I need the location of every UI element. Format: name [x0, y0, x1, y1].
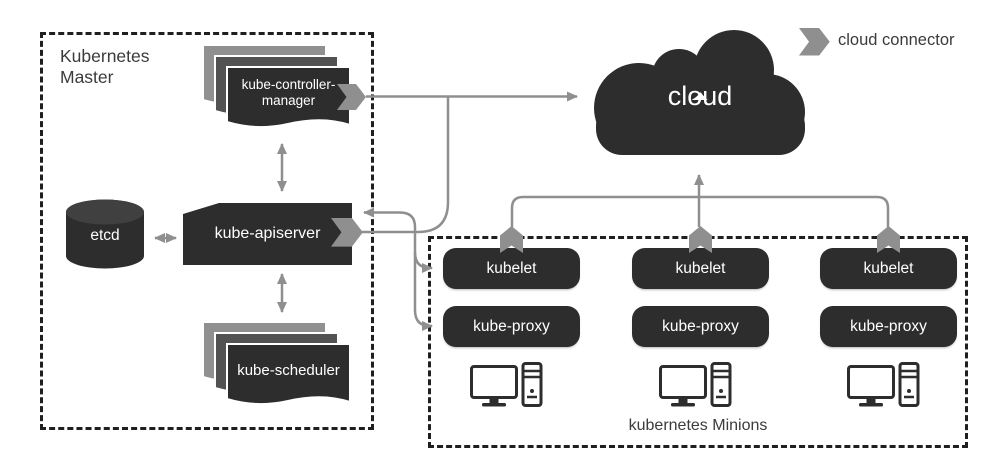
kubelet-box: kubelet [632, 248, 769, 289]
scheduler-flag-icon [202, 321, 351, 405]
kube-proxy-box: kube-proxy [632, 306, 769, 347]
minions-box-title: kubernetes Minions [628, 417, 768, 434]
cloud-shape [594, 30, 805, 155]
kube-proxy-box: kube-proxy [443, 306, 580, 347]
kubelet-box: kubelet [820, 248, 957, 289]
computer-icon [847, 362, 920, 407]
kubelet-connector-marker-icon [500, 226, 523, 253]
cloud-connector-icon [337, 84, 366, 110]
kube-proxy-box: kube-proxy [820, 306, 957, 347]
cloud-connector-icon [331, 218, 363, 247]
legend-label: cloud connector [838, 31, 955, 49]
kubelet-connector-marker-icon [689, 226, 712, 253]
master-box-title: Kubernetes Master [60, 46, 150, 87]
kubelet-box: kubelet [443, 248, 580, 289]
apiserver-to-kubelet-arrow [413, 251, 433, 273]
controller-manager-flag-icon [202, 44, 351, 128]
apiserver-to-kubeproxy-arrow [363, 207, 433, 331]
kubelet-connector-marker-icon [877, 226, 900, 253]
legend-cloud-connector-icon [799, 28, 830, 56]
apiserver-shape [183, 203, 352, 265]
connection-lines [154, 91, 890, 331]
computer-icon [470, 362, 543, 407]
computer-icon [659, 362, 732, 407]
etcd-cylinder-icon [66, 199, 144, 269]
